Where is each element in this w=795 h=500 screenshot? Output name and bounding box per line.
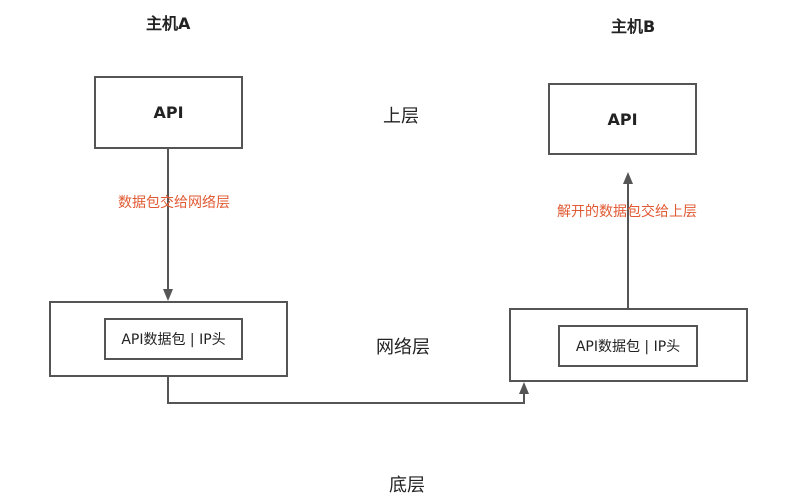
edge-label-a-down: 数据包交给网络层: [118, 195, 230, 211]
host-a-packet-box: API数据包 | IP头: [104, 318, 243, 360]
host-a-packet-label: API数据包 | IP头: [121, 332, 226, 348]
host-b-network-box: [509, 308, 748, 382]
host-b-packet-label: API数据包 | IP头: [575, 339, 681, 355]
layer-label-bottom: 底层: [389, 475, 425, 496]
edge-label-b-up: 解开的数据包交给上层: [557, 204, 697, 220]
host-a-title: 主机A: [146, 14, 191, 33]
layer-label-upper: 上层: [383, 106, 419, 127]
host-a-api-box: API: [94, 76, 243, 149]
host-b-api-box: API: [548, 83, 697, 155]
host-b-title: 主机B: [611, 17, 656, 36]
host-a-api-label: API: [153, 103, 184, 122]
arrow-b-up-head: [623, 172, 633, 184]
host-b-api-label: API: [607, 109, 638, 129]
host-b-packet-box: API数据包 | IP头: [558, 325, 698, 367]
layer-label-network: 网络层: [376, 337, 430, 358]
arrow-a-down-head: [163, 289, 173, 301]
network-link-head: [519, 382, 529, 394]
network-link-line: [167, 376, 525, 404]
